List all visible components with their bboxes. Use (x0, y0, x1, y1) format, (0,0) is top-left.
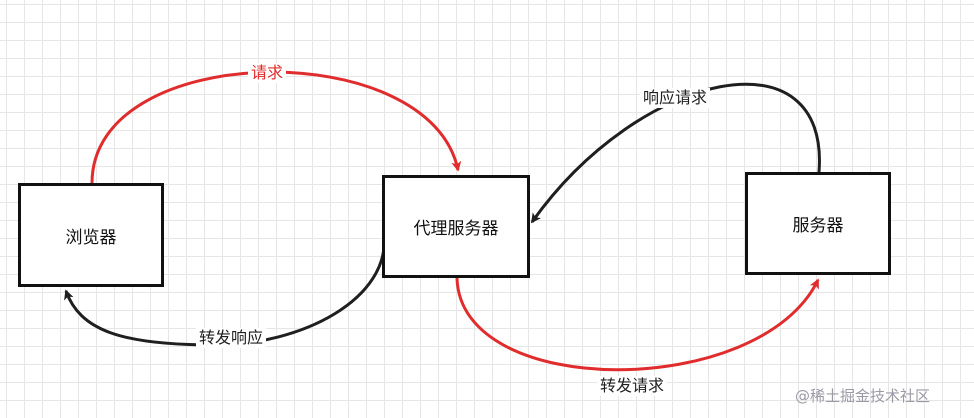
node-server: 服务器 (745, 172, 891, 275)
edge-request (90, 70, 462, 184)
node-browser-label: 浏览器 (65, 227, 117, 248)
edge-response-request (530, 82, 821, 224)
node-proxy-server: 代理服务器 (382, 175, 530, 278)
edge-forward-request (455, 277, 820, 372)
watermark: @稀土掘金技术社区 (795, 387, 931, 405)
edge-label-forward-request: 转发请求 (597, 376, 668, 396)
edge-label-forward-response: 转发响应 (196, 328, 267, 348)
edge-label-request: 请求 (248, 63, 287, 83)
node-proxy-server-label: 代理服务器 (413, 219, 499, 239)
edge-label-response-request: 响应请求 (640, 88, 711, 108)
node-server-label: 服务器 (792, 216, 844, 236)
node-browser: 浏览器 (18, 183, 164, 287)
